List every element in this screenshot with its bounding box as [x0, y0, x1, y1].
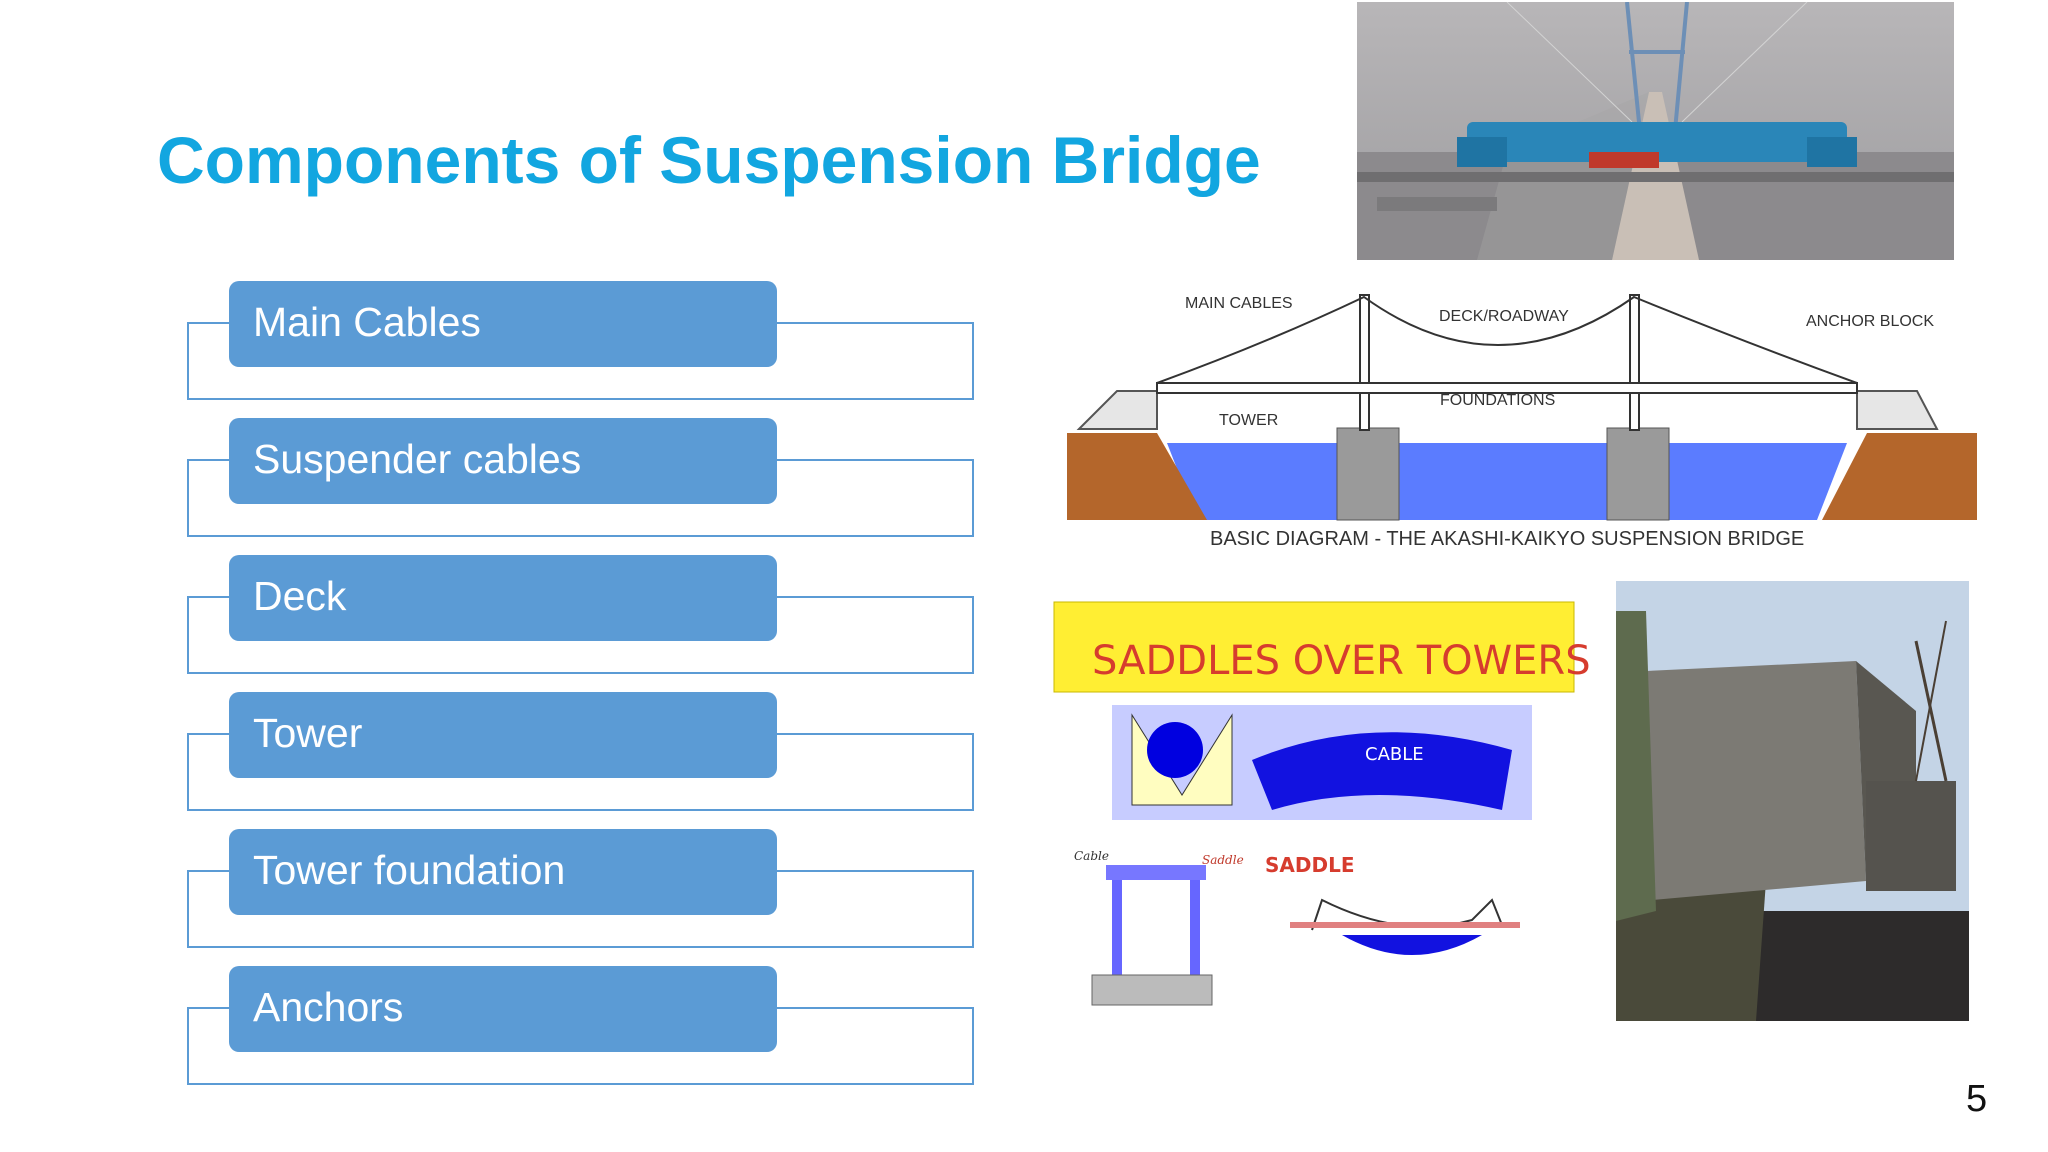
slide-title: Components of Suspension Bridge [157, 123, 1261, 197]
component-frame [187, 596, 974, 674]
saddles-small-cable: Cable [1074, 849, 1109, 863]
component-frame [187, 870, 974, 948]
component-tower[interactable]: Tower [229, 692, 777, 778]
component-frame [187, 322, 974, 400]
page-number: 5 [1966, 1078, 1988, 1120]
saddles-small-saddle: Saddle [1202, 853, 1244, 867]
diagram-label-deck: DECK/ROADWAY [1439, 308, 1569, 325]
diagram-label-anchor: ANCHOR BLOCK [1806, 313, 1934, 330]
component-anchors[interactable]: Anchors [229, 966, 777, 1052]
component-frame [187, 1007, 974, 1085]
bridge-diagram: BASIC DIAGRAM - THE AKASHI-KAIKYO SUSPEN… [1067, 283, 1983, 558]
diagram-label-main-cables: MAIN CABLES [1185, 295, 1293, 312]
diagram-label-foundations: FOUNDATIONS [1440, 392, 1555, 409]
saddles-saddle-label: SADDLE [1265, 853, 1355, 877]
component-main-cables[interactable]: Main Cables [229, 281, 777, 367]
anchor-block-photo [1616, 581, 1969, 1021]
component-frame [187, 733, 974, 811]
saddles-cable-label: CABLE [1365, 744, 1424, 765]
bridge-construction-photo [1357, 2, 1954, 260]
component-tower-foundation[interactable]: Tower foundation [229, 829, 777, 915]
saddles-banner: SADDLES OVER TOWERS [1092, 638, 1591, 684]
component-frame [187, 459, 974, 537]
saddles-panel: SADDLES OVER TOWERS CABLE SADDLE Cable S… [1022, 580, 1615, 1050]
component-deck[interactable]: Deck [229, 555, 777, 641]
component-suspender-cables[interactable]: Suspender cables [229, 418, 777, 504]
diagram-caption: BASIC DIAGRAM - THE AKASHI-KAIKYO SUSPEN… [1210, 528, 1804, 550]
diagram-label-tower: TOWER [1219, 412, 1278, 429]
